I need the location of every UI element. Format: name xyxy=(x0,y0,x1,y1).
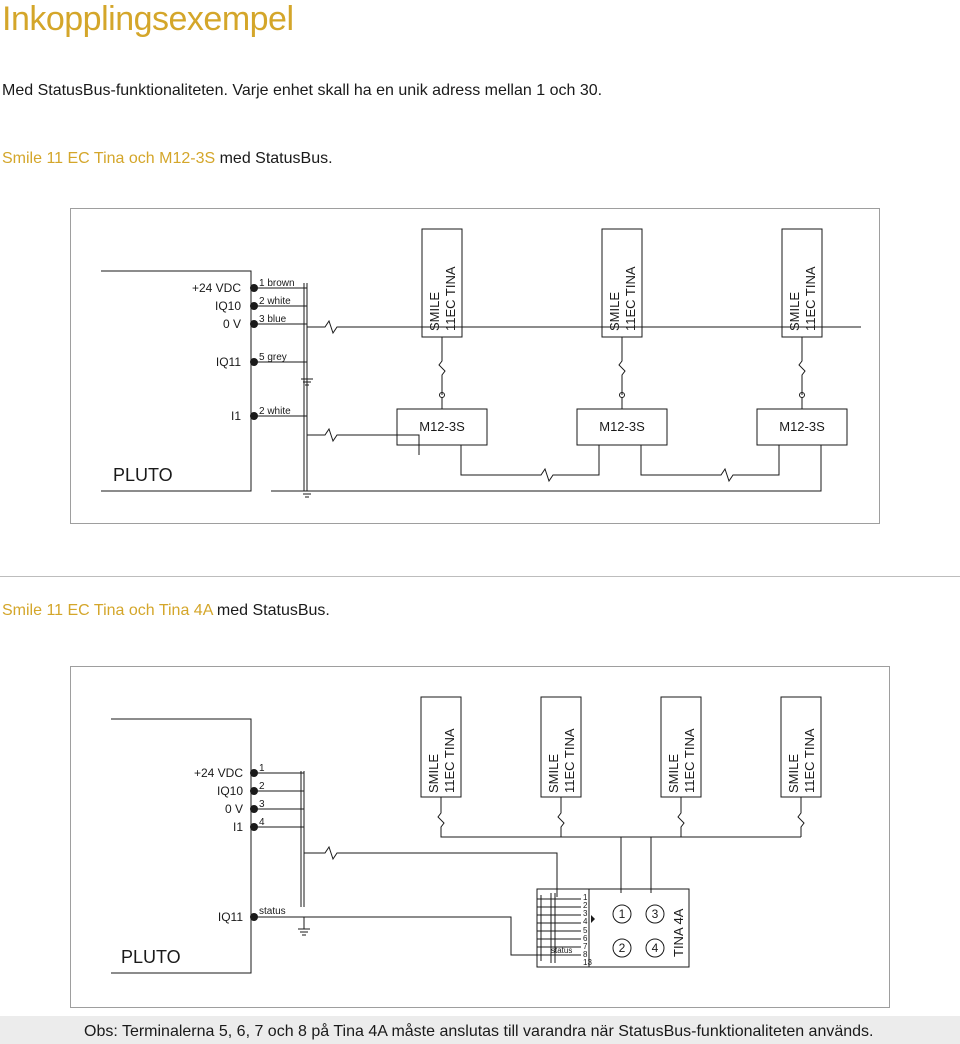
d2-pin-4: 4 xyxy=(259,817,265,828)
d2-smile-3-line2: 11EC TINA xyxy=(682,728,697,793)
d1-m12-2-label: M12-3S xyxy=(599,419,645,434)
d1-terminal-i1: I1 xyxy=(231,409,241,423)
d2-smile-3-line1: SMILE xyxy=(666,754,681,793)
tina-pin-6: 6 xyxy=(583,934,588,943)
d1-m12-1-label: M12-3S xyxy=(419,419,465,434)
wiring-diagram-1-svg: +24 VDC IQ10 0 V IQ11 I1 1 brown 2 white… xyxy=(101,228,861,498)
d2-pin-1: 1 xyxy=(259,763,265,774)
section-heading-2: Smile 11 EC Tina och Tina 4A med StatusB… xyxy=(2,602,330,620)
d2-smile-1-line1: SMILE xyxy=(426,754,441,793)
footnote-text: Obs: Terminalerna 5, 6, 7 och 8 på Tina … xyxy=(84,1023,874,1040)
wiring-diagram-2-svg: +24 VDC IQ10 0 V I1 IQ11 1 2 3 4 status … xyxy=(111,696,822,974)
d2-pin-2: 2 xyxy=(259,781,265,792)
tina-pin-5: 5 xyxy=(583,926,588,935)
tina-circle-1: 1 xyxy=(619,907,626,921)
tina-pin-4: 4 xyxy=(583,917,588,926)
tina-pin-1: 1 xyxy=(583,893,588,902)
d1-m12-3-label: M12-3S xyxy=(779,419,825,434)
footnote-bar: Obs: Terminalerna 5, 6, 7 och 8 på Tina … xyxy=(0,1016,960,1044)
tina-circle-4: 4 xyxy=(652,941,659,955)
d2-terminal-i1: I1 xyxy=(233,820,243,834)
d2-smile-1-line2: 11EC TINA xyxy=(442,728,457,793)
d1-terminal-24vdc: +24 VDC xyxy=(192,281,241,295)
d2-smile-4-line2: 11EC TINA xyxy=(802,728,817,793)
tina-status-label: status xyxy=(551,946,572,955)
section-heading-2-highlight: Smile 11 EC Tina och Tina 4A xyxy=(2,602,213,619)
section-heading-2-rest: med StatusBus. xyxy=(212,602,330,619)
d1-terminal-iq10: IQ10 xyxy=(215,299,241,313)
tina-circle-2: 2 xyxy=(619,941,626,955)
d1-smile-1-line1: SMILE xyxy=(427,292,442,331)
tina-pin-13: 13 xyxy=(583,958,592,967)
d1-smile-3-line2: 11EC TINA xyxy=(803,266,818,331)
section-heading-1: Smile 11 EC Tina och M12-3S med StatusBu… xyxy=(2,150,333,168)
wiring-diagram-2: +24 VDC IQ10 0 V I1 IQ11 1 2 3 4 status … xyxy=(70,666,890,1008)
tina-circle-3: 3 xyxy=(652,907,659,921)
d2-pluto-label: PLUTO xyxy=(121,947,181,967)
d2-pin-3: 3 xyxy=(259,799,265,810)
intro-text: Med StatusBus-funktionaliteten. Varje en… xyxy=(2,82,603,99)
d1-smile-2-line1: SMILE xyxy=(607,292,622,331)
d2-terminal-iq10: IQ10 xyxy=(217,784,243,798)
tina-4a-box xyxy=(588,888,690,968)
page-title: Inkopplingsexempel xyxy=(2,0,294,38)
d1-wire-5: 5 grey xyxy=(259,352,287,363)
d1-wire-3: 3 blue xyxy=(259,314,287,325)
d2-terminal-0v: 0 V xyxy=(225,802,243,816)
section-divider xyxy=(0,576,960,577)
tina-pin-8: 8 xyxy=(583,950,588,959)
d1-smile-2-line2: 11EC TINA xyxy=(623,266,638,331)
tina-pin-7: 7 xyxy=(583,942,588,951)
d1-terminal-iq11: IQ11 xyxy=(216,355,241,369)
d1-pluto-label: PLUTO xyxy=(113,465,173,485)
pluto-box-2 xyxy=(111,718,252,974)
d2-smile-2-line1: SMILE xyxy=(546,754,561,793)
d2-terminal-iq11: IQ11 xyxy=(218,910,243,924)
d2-terminal-24vdc: +24 VDC xyxy=(194,766,243,780)
d2-smile-2-line2: 11EC TINA xyxy=(562,728,577,793)
pluto-box-1 xyxy=(101,270,252,492)
d1-smile-3-line1: SMILE xyxy=(787,292,802,331)
tina-pin-2: 2 xyxy=(583,901,588,910)
d1-wire-1: 1 brown xyxy=(259,278,295,289)
d1-smile-1-line2: 11EC TINA xyxy=(443,266,458,331)
d1-terminal-0v: 0 V xyxy=(223,317,241,331)
section-heading-1-rest: med StatusBus. xyxy=(215,150,333,167)
tina-pin-3: 3 xyxy=(583,909,588,918)
section-heading-1-highlight: Smile 11 EC Tina och M12-3S xyxy=(2,150,216,167)
d1-wire-i1: 2 white xyxy=(259,406,291,417)
wiring-diagram-1: +24 VDC IQ10 0 V IQ11 I1 1 brown 2 white… xyxy=(70,208,880,524)
tina-4a-label: TINA 4A xyxy=(671,908,686,957)
d2-smile-4-line1: SMILE xyxy=(786,754,801,793)
d2-status-label: status xyxy=(259,906,286,917)
d1-wire-2: 2 white xyxy=(259,296,291,307)
